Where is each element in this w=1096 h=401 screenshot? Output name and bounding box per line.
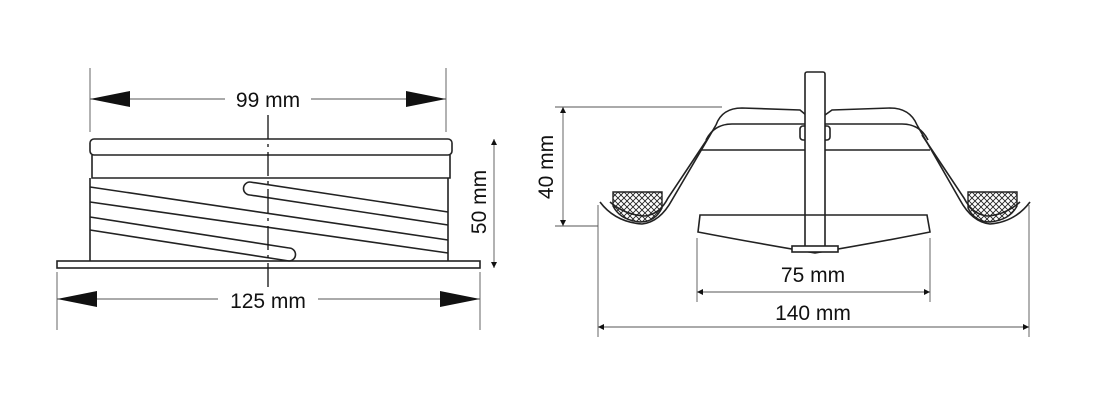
shell-right-outer (916, 124, 1031, 225)
section-view: 40 mm 75 mm 140 mm (535, 71, 1031, 337)
gasket-right (967, 191, 1018, 223)
cap-top (715, 107, 918, 126)
disc (697, 214, 931, 254)
dimension-label-40mm: 40 mm (535, 135, 558, 199)
gasket-left (612, 191, 663, 223)
dimension-label-140mm: 140 mm (775, 302, 851, 325)
helix-thread (89, 181, 449, 262)
shell-left-outer (599, 124, 717, 225)
top-rim (89, 138, 453, 156)
dimension-label-99mm: 99 mm (236, 89, 300, 112)
stem-foot (791, 245, 839, 253)
dimension-label-125mm: 125 mm (230, 290, 306, 313)
dimension-label-75mm: 75 mm (781, 264, 845, 287)
collar (91, 155, 451, 179)
stem (804, 71, 826, 251)
body-sides (89, 178, 449, 261)
dimension-label-50mm: 50 mm (468, 170, 491, 234)
side-view: 99 mm 50 mm 125 mm (56, 68, 497, 330)
